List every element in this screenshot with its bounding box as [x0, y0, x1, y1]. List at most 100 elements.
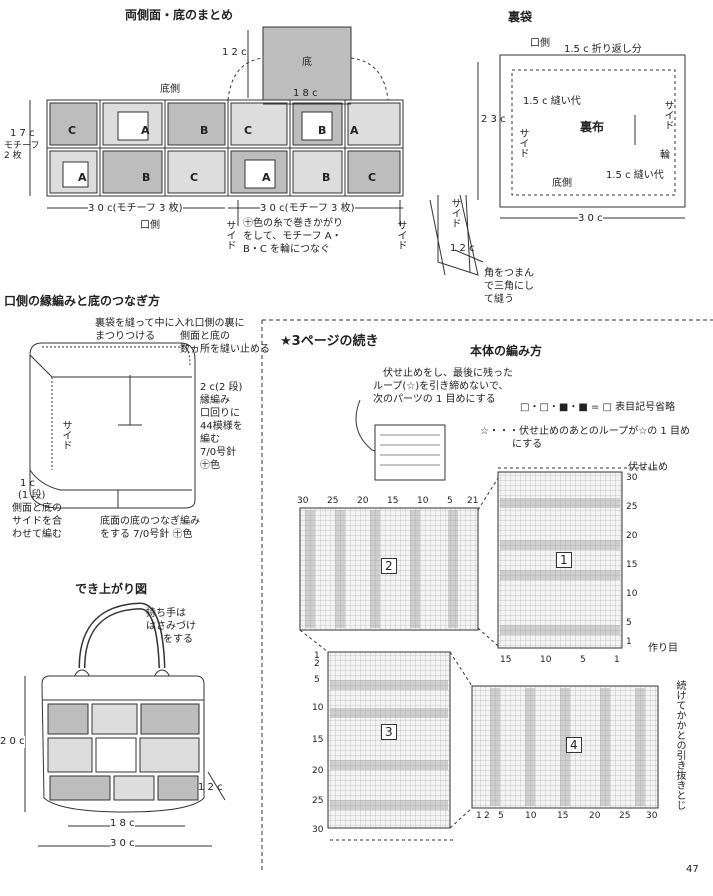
tick-label: 15	[387, 496, 399, 506]
tick-label: 25	[619, 811, 631, 821]
fold-label: 1.5 c 折り返し分	[564, 44, 642, 55]
tick-label: 10	[626, 589, 638, 599]
motif-label: A	[78, 171, 87, 184]
seam-bottom-label: 1.5 c 縫い代	[606, 170, 664, 181]
tick-label: 5	[626, 618, 632, 628]
mouth-label: 口側	[530, 38, 550, 49]
page-number: 47	[686, 864, 699, 875]
row-note: 側面と底の	[12, 503, 62, 514]
dim-30c: 3 0 c	[578, 213, 603, 225]
section5-title: ★3ページの続き	[280, 334, 379, 349]
motif-label: B	[318, 124, 327, 137]
dim-12c: 1 2 c	[222, 47, 247, 58]
dim-12c: 1 2 c	[198, 782, 223, 793]
row-note: 1 c	[20, 478, 36, 489]
motif-label: C	[244, 124, 253, 137]
tick-label: 25	[327, 496, 339, 506]
dim-17c: 1 7 c	[10, 128, 35, 139]
tick-label: 10	[540, 655, 552, 665]
motif-label: B	[142, 171, 151, 184]
dim-30c-right: 3 0 c(モチーフ 3 枚)	[260, 203, 355, 215]
side-label: サイド	[517, 128, 528, 158]
seam-left-label: 1.5 c 縫い代	[523, 96, 581, 107]
edge-note: 7/0号針	[200, 447, 237, 458]
motif-label: A	[350, 124, 359, 137]
edge-note: 2 c(2 段)	[200, 382, 243, 393]
tick-label: 20	[589, 811, 601, 821]
note-line: ㊉色の糸で巻きかがり	[243, 218, 343, 229]
motif-label: A	[262, 171, 271, 184]
handle-note: はさみづけ	[146, 621, 196, 632]
row-note: わせて編む	[12, 529, 62, 540]
note-line: B・C を輪につなぐ	[243, 244, 331, 255]
handle-note: をする	[163, 634, 193, 645]
tick-label: 5	[498, 811, 504, 821]
motif-label: A	[141, 124, 150, 137]
dim-30c-left: 3 0 c(モチーフ 3 枚)	[88, 203, 183, 215]
chart-number: 2	[381, 558, 397, 574]
tick-label: 20	[357, 496, 369, 506]
corner-note: 角をつまん	[484, 268, 534, 279]
tick-label: 1	[314, 651, 320, 661]
dim-18c: 1 8 c	[293, 88, 318, 99]
section1-title: 両側面・底のまとめ	[125, 8, 234, 22]
ring-label: 輪	[660, 150, 670, 161]
side-label-right: サイド	[395, 220, 406, 250]
dim-12c: 1 2 c	[450, 243, 475, 254]
edge-note: 縁編み	[200, 395, 230, 406]
corner-note: で三角にし	[484, 281, 534, 292]
handle-note: 持ち手は	[146, 608, 186, 619]
bindoff-note: 伏せ止めをし、最後に残った	[383, 368, 513, 379]
edging-note: 裏袋を縫って中に入れ口側の裏に	[95, 318, 245, 329]
chart-number: 3	[381, 724, 397, 740]
edge-note: ㊉色	[200, 460, 220, 471]
bindoff-note: 次のパーツの 1 目めにする	[373, 394, 496, 405]
tick-label: 30	[626, 473, 638, 483]
symbol-legend: □・□・■・■ = □ 表目記号省略	[520, 402, 676, 413]
side-label: サイド	[60, 420, 71, 450]
motif-label: B	[200, 124, 209, 137]
section3-title: 口側の縁編みと底のつなぎ方	[4, 294, 161, 308]
tick-label: 1	[476, 811, 482, 821]
bottom-side-label: 底側	[160, 84, 180, 95]
lining-label: 裏布	[580, 120, 605, 134]
motif-label: C	[368, 171, 377, 184]
join-note: をする 7/0号針 ㊉色	[100, 529, 193, 540]
motif-count: モチーフ 2 枚	[4, 141, 40, 161]
section5-subtitle: 本体の編み方	[470, 344, 543, 358]
loop-note: にする	[512, 439, 543, 450]
tick-label: 30	[646, 811, 658, 821]
join-note: 底面の底のつなぎ編み	[100, 516, 200, 527]
dim-30c: 3 0 c	[110, 838, 135, 850]
note-line: をして、モチーフ A・	[243, 231, 342, 242]
tick-label: 25	[312, 796, 324, 806]
tick-label: 10	[417, 496, 429, 506]
continue-note: 続けてかかとの引き抜きとじ	[674, 680, 685, 810]
chart-number: 4	[566, 737, 582, 753]
tick-label: 1	[614, 655, 620, 665]
tick-label: 2	[484, 811, 490, 821]
section4-title: でき上がり図	[75, 582, 148, 596]
edge-note: 口回りに	[200, 408, 240, 419]
edging-note: 数ヵ所を縫い止める	[180, 344, 270, 355]
tick-label: 15	[500, 655, 512, 665]
side-label: サイド	[449, 198, 460, 228]
edge-note: 44模様を	[200, 421, 243, 432]
edge-note: 編む	[200, 434, 220, 445]
tick-label: 25	[626, 502, 638, 512]
dim-23c: 2 3 c	[481, 114, 506, 125]
tick-label: 15	[312, 735, 324, 745]
motif-label: C	[68, 124, 77, 137]
mouth-side-label: 口側	[140, 220, 160, 231]
tick-label: 30	[312, 825, 324, 835]
dim-18c: 1 8 c	[110, 818, 135, 830]
bottom-label: 底	[302, 57, 312, 68]
row-note: (1 段)	[18, 490, 46, 501]
tick-label: 10	[525, 811, 537, 821]
tick-label: 2	[314, 659, 320, 669]
tick-label: 5	[447, 496, 453, 506]
edging-note: 側面と底の	[180, 331, 230, 342]
